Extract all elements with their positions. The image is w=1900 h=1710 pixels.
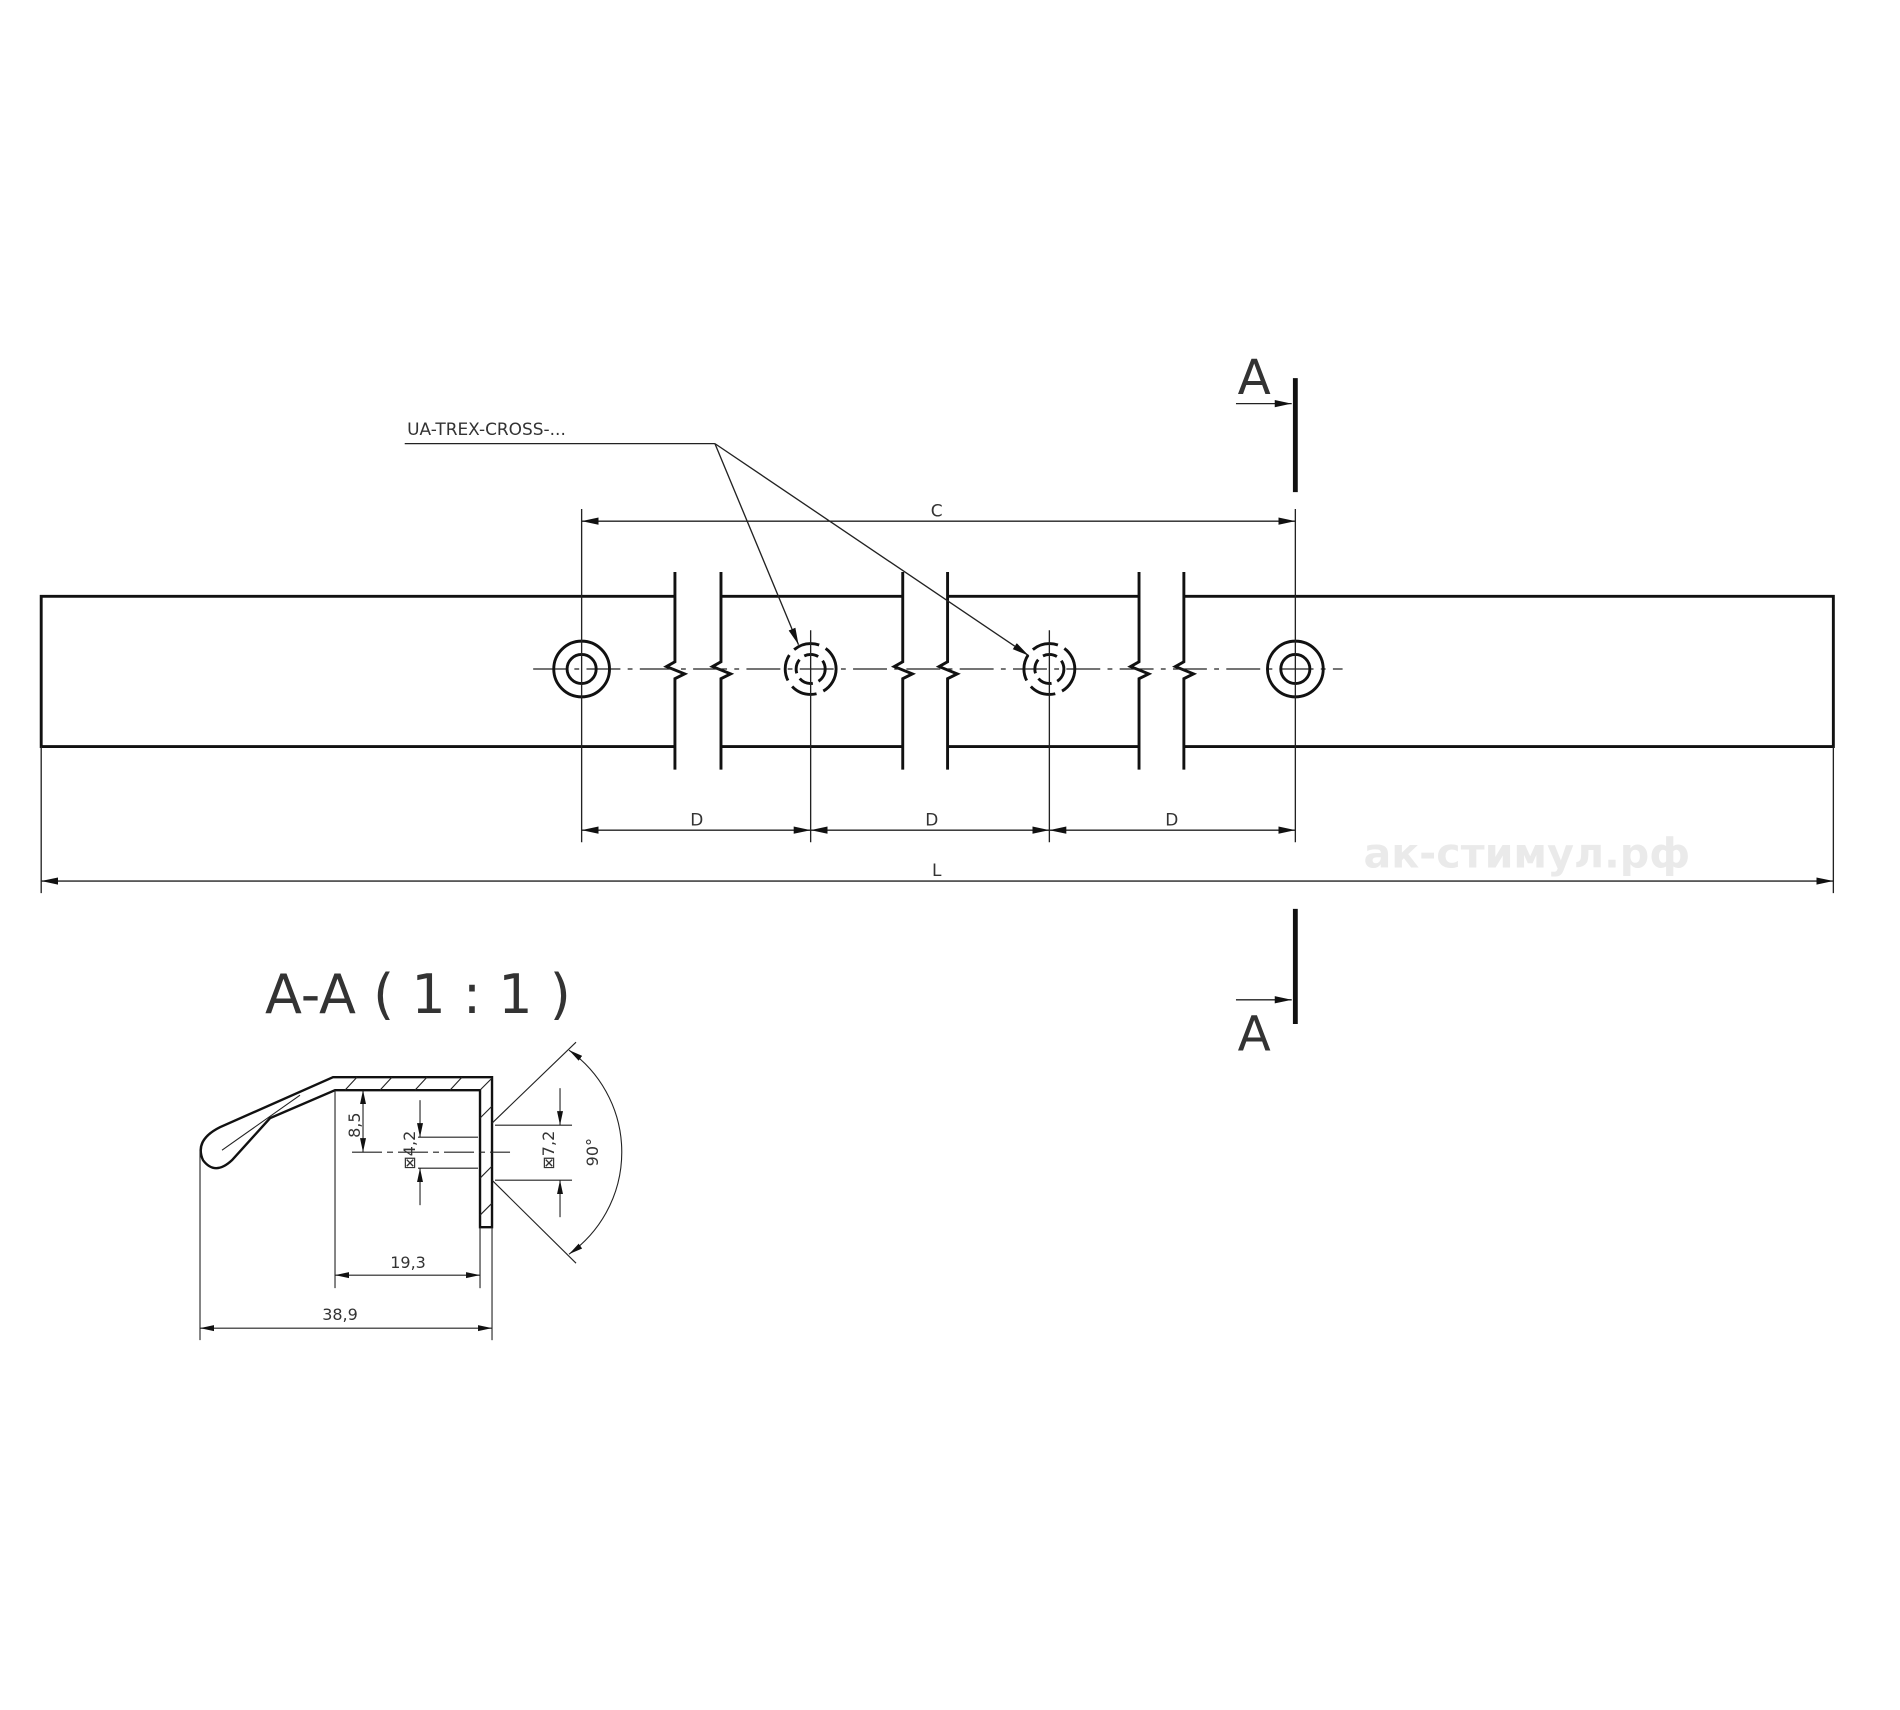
dim-total-width-label: 38,9	[322, 1305, 358, 1324]
hatching	[221, 1076, 493, 1216]
dimension-d: D D D	[581, 809, 1296, 834]
profile-outline	[199, 1075, 494, 1229]
section-letter: A	[1238, 350, 1271, 406]
dim-angle-label: 90°	[583, 1138, 602, 1166]
section-mark-bottom: A	[1235, 908, 1298, 1063]
dim-d-label: D	[690, 809, 703, 829]
section-title: A-A ( 1 : 1 )	[265, 963, 571, 1026]
break-lines	[663, 572, 1198, 770]
section-view: A-A ( 1 : 1 ) 8,5 ⊠4,2 ⊠7,2 90° 19,3 38,…	[199, 963, 623, 1341]
dim-inner-width-label: 19,3	[390, 1253, 426, 1272]
dimension-c: C	[581, 500, 1296, 525]
dimension-l: L	[41, 860, 1834, 885]
section-mark-top: A	[1235, 350, 1298, 493]
dim-d-label: D	[925, 809, 938, 829]
section-letter: A	[1238, 1007, 1271, 1063]
leader-label: UA-TREX-CROSS-...	[407, 419, 566, 439]
dim-c-label: C	[931, 500, 943, 520]
part-leader: UA-TREX-CROSS-...	[404, 419, 1030, 657]
dim-d-label: D	[1165, 809, 1178, 829]
dim-hole-large-label: ⊠7,2	[539, 1131, 558, 1170]
dim-l-label: L	[932, 860, 942, 880]
dim-height-label: 8,5	[345, 1112, 364, 1137]
watermark: ак-стимул.рф	[1363, 830, 1690, 878]
handle-front-view	[39, 509, 1835, 894]
dim-hole-small-label: ⊠4,2	[400, 1131, 419, 1170]
